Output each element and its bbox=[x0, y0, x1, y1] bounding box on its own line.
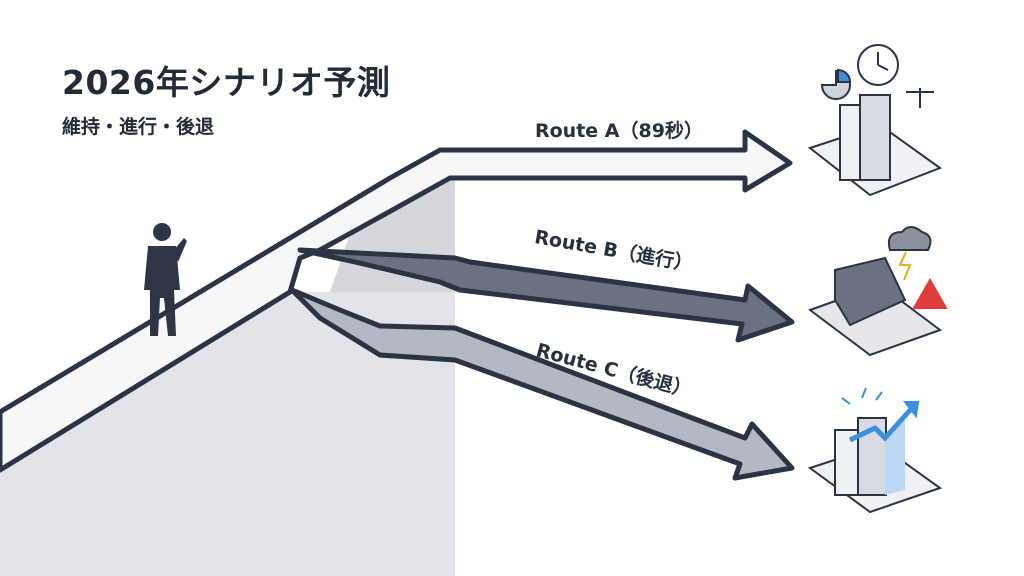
alert-icon bbox=[912, 277, 948, 309]
route-a-label: Route A（89秒） bbox=[535, 120, 703, 142]
person-figure bbox=[144, 223, 187, 336]
building-stable-icon bbox=[807, 44, 943, 197]
route-c-arrow bbox=[289, 287, 795, 481]
building-damaged-icon bbox=[807, 226, 948, 357]
main-path bbox=[0, 129, 793, 473]
route-b-arrow bbox=[297, 247, 795, 343]
ground-block bbox=[0, 292, 455, 576]
page-title: 2026年シナリオ予測 bbox=[62, 63, 391, 102]
building-growth-icon bbox=[807, 387, 943, 514]
page-subtitle: 維持・進行・後退 bbox=[62, 116, 215, 138]
